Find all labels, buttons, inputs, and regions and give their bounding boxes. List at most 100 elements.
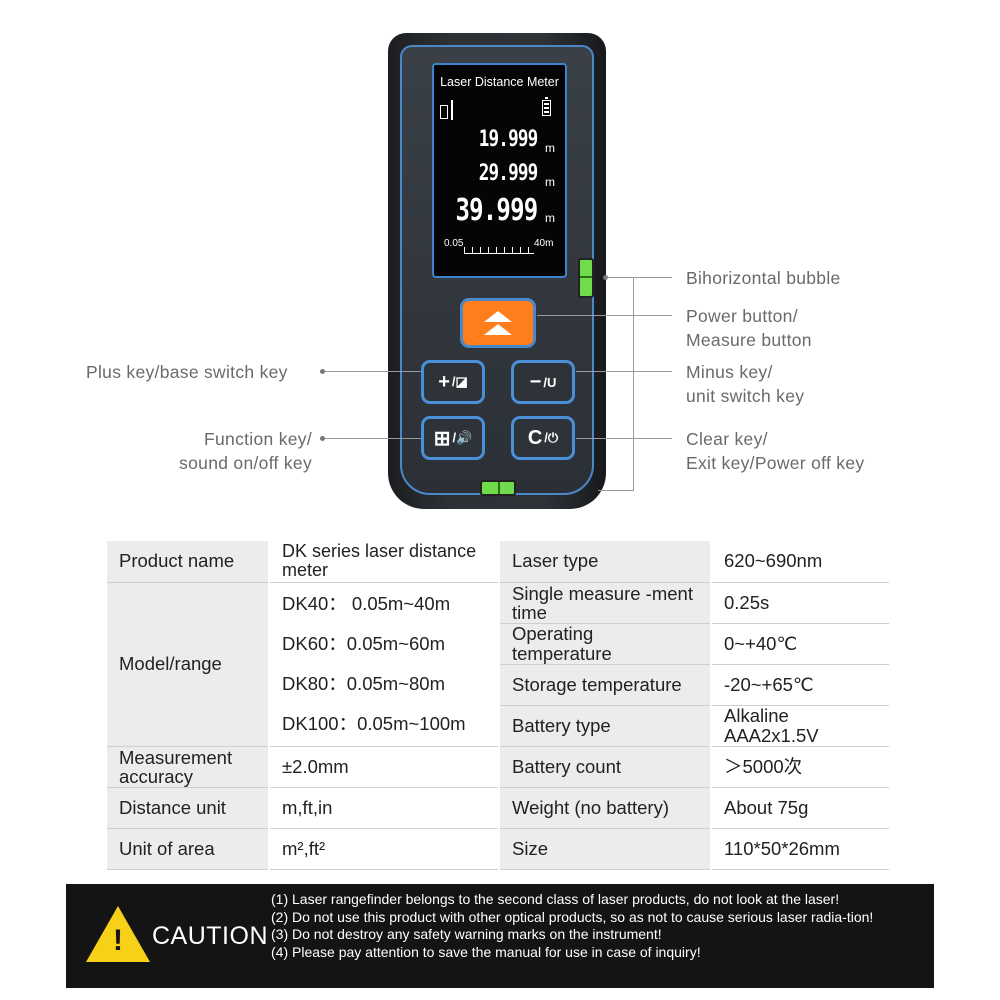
table-row: Model/range DK40： 0.05m~40m DK60：0.05m~6… xyxy=(107,582,889,747)
spec-table: Product name DK series laser distance me… xyxy=(107,541,889,870)
spec-label: Model/range xyxy=(107,582,269,747)
spec-value: m,ft,in xyxy=(268,787,499,829)
callout-bracket-bottom xyxy=(598,490,633,491)
plus-icon: + xyxy=(438,370,450,393)
minus-key[interactable]: −/U xyxy=(511,360,575,404)
caution-item: (1) Laser rangefinder belongs to the sec… xyxy=(271,891,840,907)
spec-label: Size xyxy=(498,828,711,870)
clear-key[interactable]: C/⏻ xyxy=(511,416,575,460)
callout-line xyxy=(537,315,672,316)
callout-dot xyxy=(603,275,608,280)
spec-value: ＞5000次 xyxy=(710,746,889,788)
callout-plus: Plus key/base switch key xyxy=(86,362,288,382)
callout-power-line1: Power button/ xyxy=(686,306,798,326)
spec-value: Alkaline AAA2x1.5V xyxy=(710,705,889,747)
reading-1: 19.999 xyxy=(478,127,538,152)
minus-icon: − xyxy=(529,370,542,393)
scale-ruler xyxy=(464,247,534,254)
spec-value: -20~+65℃ xyxy=(710,664,889,706)
scale-start: 0.05 xyxy=(444,238,464,249)
bottom-level-bubble xyxy=(480,480,516,496)
spec-label: Unit of area xyxy=(107,828,269,870)
callout-minus-line1: Minus key/ xyxy=(686,362,773,382)
spec-value: 110*50*26mm xyxy=(710,828,889,870)
callout-function-line1: Function key/ xyxy=(204,429,312,449)
reading-1-unit: m xyxy=(545,141,555,155)
power-icon: /⏻ xyxy=(544,430,559,445)
spec-label: Laser type xyxy=(498,541,711,583)
screen-title: Laser Distance Meter xyxy=(440,75,559,89)
unit-switch-icon: /U xyxy=(543,374,557,390)
callout-line xyxy=(325,371,421,372)
spec-value: 620~690nm xyxy=(710,541,889,583)
spec-value: About 75g xyxy=(710,787,889,829)
reference-base-icon xyxy=(440,100,453,120)
sound-icon: /🔊 xyxy=(452,430,473,445)
table-row: Battery type Alkaline AAA2x1.5V xyxy=(107,705,889,747)
reading-main-unit: m xyxy=(545,211,555,225)
callout-line xyxy=(325,438,421,439)
callout-minus: Minus key/ unit switch key xyxy=(686,360,804,408)
model-item: DK80：0.05m~80m xyxy=(282,673,445,694)
spec-value: ±2.0mm xyxy=(268,746,499,788)
caution-banner: ! CAUTION (1) Laser rangefinder belongs … xyxy=(66,884,934,988)
table-row: Distance unit m,ft,in Weight (no battery… xyxy=(107,787,889,829)
caution-item: (2) Do not use this product with other o… xyxy=(271,908,874,925)
callout-clear: Clear key/ Exit key/Power off key xyxy=(686,427,864,475)
callout-minus-line2: unit switch key xyxy=(686,386,805,406)
spec-label: Distance unit xyxy=(107,787,269,829)
spec-label: Measurement accuracy xyxy=(107,746,269,788)
spec-label: Weight (no battery) xyxy=(498,787,711,829)
battery-icon xyxy=(542,97,551,116)
clear-icon: C xyxy=(527,426,543,449)
table-row: Unit of area m²,ft² Size 110*50*26mm xyxy=(107,828,889,870)
callout-bracket xyxy=(633,277,634,491)
function-key[interactable]: ⊞/🔊 xyxy=(421,416,485,460)
reading-2-unit: m xyxy=(545,175,555,189)
table-row: Operating temperature 0~+40℃ xyxy=(107,623,889,665)
scale-end: 40m xyxy=(534,238,554,249)
spec-value: DK series laser distance meter xyxy=(268,541,499,583)
spec-value: m²,ft² xyxy=(268,828,499,870)
table-row: Storage temperature -20~+65℃ xyxy=(107,664,889,706)
model-item: DK40： 0.05m~40m xyxy=(282,593,451,614)
model-item: DK100：0.05m~100m xyxy=(282,713,466,734)
spec-value: 0~+40℃ xyxy=(710,623,889,665)
exclamation-icon: ! xyxy=(113,924,123,957)
caution-item: (4) Please pay attention to save the man… xyxy=(271,943,701,960)
spec-label: Battery count xyxy=(498,746,711,788)
spec-label: Operating temperature xyxy=(498,623,711,665)
callout-function-line2: sound on/off key xyxy=(179,453,312,473)
callout-dot xyxy=(320,436,325,441)
spec-label: Storage temperature xyxy=(498,664,711,706)
callout-power-line2: Measure button xyxy=(686,330,812,350)
callout-function: Function key/ sound on/off key xyxy=(160,427,312,475)
table-row: Measurement accuracy ±2.0mm Battery coun… xyxy=(107,746,889,788)
table-row: Product name DK series laser distance me… xyxy=(107,541,889,583)
double-arrow-up-icon xyxy=(484,310,512,336)
reading-2: 29.999 xyxy=(478,161,538,186)
callout-power: Power button/ Measure button xyxy=(686,304,812,352)
measure-button[interactable] xyxy=(460,298,536,348)
caution-title: CAUTION xyxy=(152,922,268,950)
callout-bubble: Bihorizontal bubble xyxy=(686,268,841,288)
spec-value: 0.25s xyxy=(710,582,889,624)
model-range-list: DK40： 0.05m~40m DK60：0.05m~60m DK80：0.05… xyxy=(268,582,499,747)
spec-label: Product name xyxy=(107,541,269,583)
grid-icon: ⊞ xyxy=(433,427,451,450)
base-switch-icon: /◪ xyxy=(451,374,468,389)
callout-clear-line1: Clear key/ xyxy=(686,429,768,449)
warning-icon xyxy=(86,906,150,962)
side-level-bubble xyxy=(578,258,594,298)
reading-main: 39.999 xyxy=(455,193,538,228)
plus-key[interactable]: +/◪ xyxy=(421,360,485,404)
caution-list: (1) Laser rangefinder belongs to the sec… xyxy=(271,891,926,961)
callout-line xyxy=(576,438,672,439)
caution-item: (3) Do not destroy any safety warning ma… xyxy=(271,926,662,942)
callout-line xyxy=(576,371,672,372)
spec-label: Single measure -ment time xyxy=(498,582,711,624)
callout-clear-line2: Exit key/Power off key xyxy=(686,453,865,473)
lcd-screen: Laser Distance Meter 19.999 m 29.999 m 3… xyxy=(432,63,567,278)
spec-label: Battery type xyxy=(498,705,711,747)
model-item: DK60：0.05m~60m xyxy=(282,633,445,654)
